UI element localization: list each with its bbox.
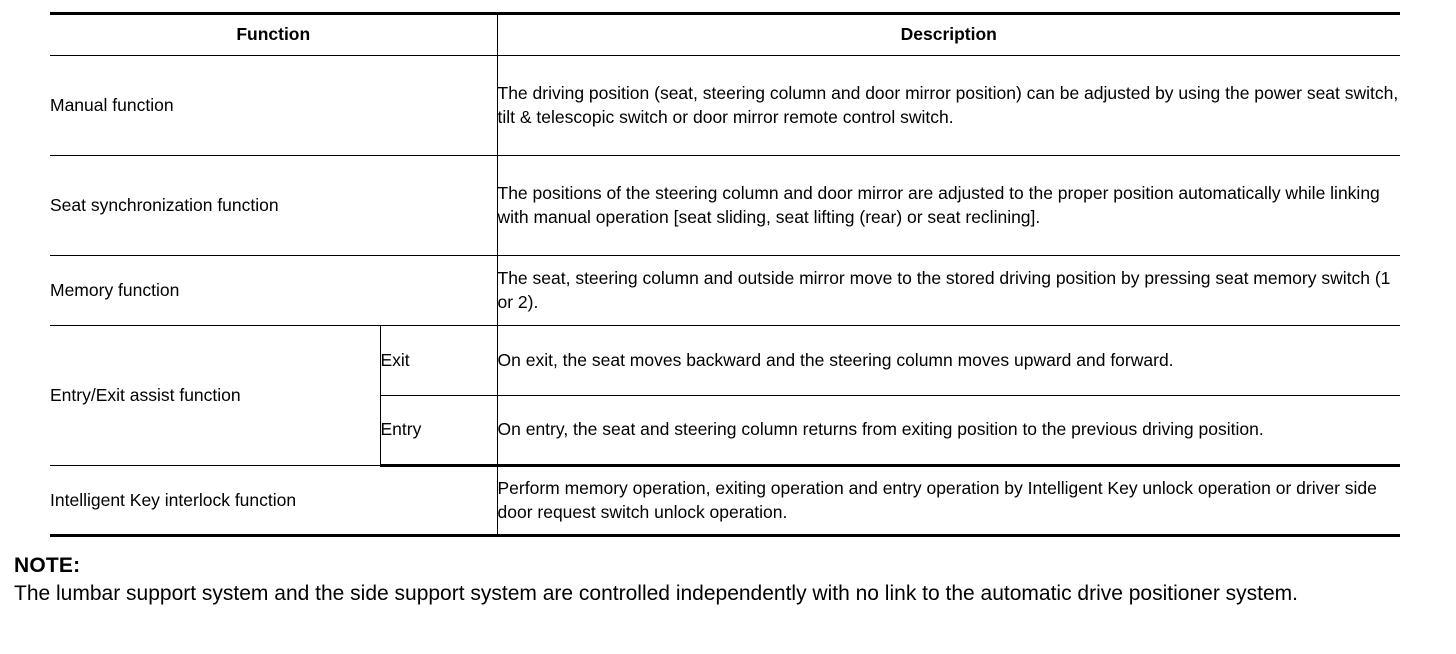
row-function-label: Entry/Exit assist function: [50, 325, 380, 466]
row-description-text: On exit, the seat moves backward and the…: [496, 325, 1400, 396]
table-header-row: Function Description: [50, 12, 1400, 56]
function-description-table: Function Description Manual function The…: [50, 12, 1400, 537]
column-header-function: Function: [50, 12, 497, 56]
row-description-text: On entry, the seat and steering column r…: [496, 395, 1400, 467]
note-title: NOTE:: [14, 554, 81, 577]
row-subfunction-label-entry: Entry: [379, 395, 497, 467]
row-subfunction-label-exit: Exit: [379, 325, 497, 396]
row-function-label: Intelligent Key interlock function: [50, 465, 497, 537]
row-description-text: The driving position (seat, steering col…: [496, 55, 1400, 156]
row-description-text: The positions of the steering column and…: [496, 155, 1400, 256]
row-function-label: Manual function: [50, 55, 497, 156]
table-row: Entry/Exit assist function Exit On exit,…: [50, 325, 1400, 466]
column-header-description: Description: [496, 12, 1400, 56]
table-row: Memory function The seat, steering colum…: [50, 255, 1400, 326]
row-description-text: Perform memory operation, exiting operat…: [496, 465, 1400, 537]
table-row: Entry On entry, the seat and steering co…: [50, 395, 1400, 467]
row-function-label: Seat synchronization function: [50, 155, 497, 256]
table-row: Seat synchronization function The positi…: [50, 155, 1400, 256]
row-description-text: The seat, steering column and outside mi…: [496, 255, 1400, 326]
row-function-label: Memory function: [50, 255, 497, 326]
table-row: Intelligent Key interlock function Perfo…: [50, 465, 1400, 537]
note-body-text: The lumbar support system and the side s…: [14, 582, 1298, 606]
note-block: NOTE: The lumbar support system and the …: [14, 552, 1444, 608]
table-row: Manual function The driving position (se…: [50, 55, 1400, 156]
